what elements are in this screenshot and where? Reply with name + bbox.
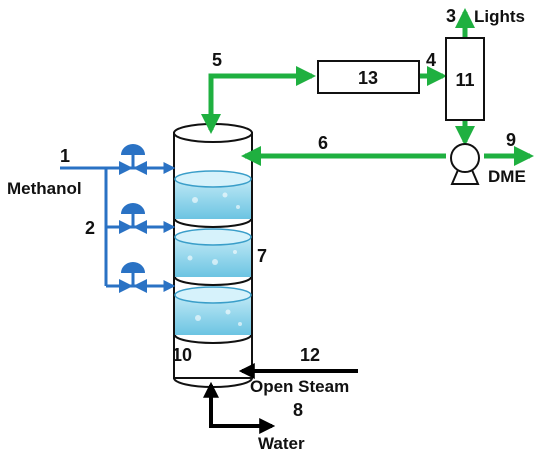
- bubble: [236, 205, 240, 209]
- water-outlet-line: [203, 381, 276, 434]
- unit-13-box: 13: [317, 60, 420, 94]
- stream-6-number: 6: [318, 133, 328, 153]
- dme-label: DME: [488, 167, 526, 186]
- unit-11-rect: [445, 37, 485, 121]
- stage-liquid-surface: [174, 228, 252, 246]
- stream-10-number: 10: [172, 345, 192, 365]
- stage-tray: [174, 334, 252, 344]
- process-lines: [201, 8, 534, 166]
- lights-label: Lights: [474, 7, 525, 26]
- stream-4-number: 4: [426, 50, 436, 70]
- stream-3-number: 3: [446, 6, 456, 26]
- bubble: [238, 322, 242, 326]
- stage-liquid-surface: [174, 286, 252, 304]
- bubble: [222, 192, 228, 198]
- valve-actuator: [121, 144, 145, 155]
- unit-11-label: 11: [455, 70, 474, 90]
- bubble: [225, 309, 231, 315]
- unit-13-rect: [317, 60, 420, 94]
- column-stage-3: [174, 286, 252, 344]
- stream-8-number: 8: [293, 400, 303, 420]
- control-valve-bottom: [119, 262, 147, 293]
- stream-9-number: 9: [506, 130, 516, 150]
- pump: [450, 143, 480, 185]
- bubble: [212, 259, 218, 265]
- column-stage-2: [174, 228, 252, 286]
- unit-11-box: 11: [445, 37, 485, 121]
- bubble: [195, 315, 201, 321]
- pump-casing: [450, 143, 480, 173]
- bubble: [233, 250, 237, 254]
- stream-5-number: 5: [212, 50, 222, 70]
- open-steam-label: Open Steam: [250, 377, 349, 396]
- stream-12-number: 12: [300, 345, 320, 365]
- unit-13-label: 13: [358, 68, 378, 88]
- valve-actuator: [121, 262, 145, 273]
- stage-tray: [174, 276, 252, 286]
- valve-actuator: [121, 203, 145, 214]
- stream-1-number: 1: [60, 146, 70, 166]
- stage-liquid-surface: [174, 170, 252, 188]
- stream-5-line: [201, 66, 316, 134]
- stream-2-number: 2: [85, 218, 95, 238]
- methanol-label: Methanol: [7, 179, 82, 198]
- water-label: Water: [258, 434, 305, 453]
- utility-lines: [203, 363, 358, 434]
- control-valve-middle: [119, 203, 147, 234]
- bubble: [187, 255, 193, 261]
- stage-tray: [174, 218, 252, 228]
- stream-7-number: 7: [257, 246, 267, 266]
- control-valve-top: [119, 144, 147, 175]
- column-stage-1: [174, 170, 252, 228]
- bubble: [192, 197, 198, 203]
